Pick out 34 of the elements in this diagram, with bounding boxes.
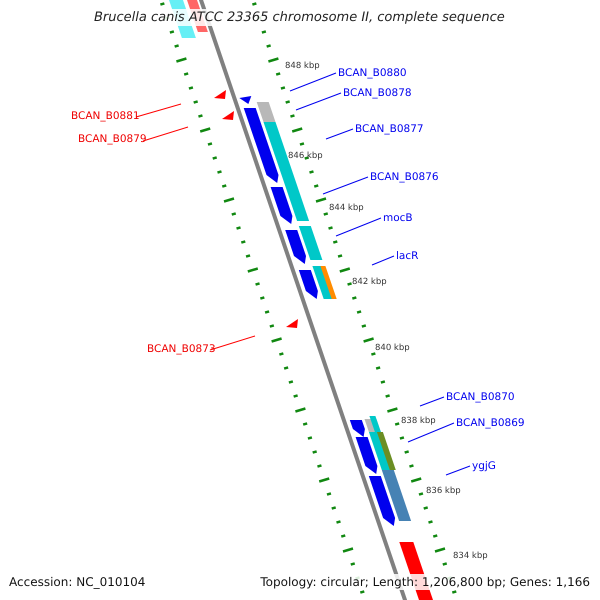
leader-line bbox=[210, 336, 256, 350]
leader-line bbox=[296, 92, 342, 110]
gene-label: BCAN_B0877 bbox=[355, 124, 424, 134]
accession-text: Accession: NC_010104 bbox=[9, 576, 146, 588]
gene-label: BCAN_B0879 bbox=[78, 134, 147, 144]
leader-line bbox=[408, 422, 454, 442]
scale-label: 842 kbp bbox=[352, 278, 387, 286]
scale-label: 836 kbp bbox=[426, 487, 461, 496]
gene-label: ygjG bbox=[472, 461, 496, 472]
leader-line bbox=[136, 104, 182, 118]
leader-line bbox=[290, 72, 336, 92]
gene-label: mocB bbox=[383, 213, 413, 224]
leader-line bbox=[322, 176, 368, 194]
leader-line bbox=[326, 128, 354, 140]
leader-line bbox=[142, 126, 188, 142]
gene-label: BCAN_B0881 bbox=[71, 111, 140, 122]
scale-label: 834 kbp bbox=[453, 552, 488, 560]
scale-label: 840 kbp bbox=[375, 344, 410, 352]
scale-label: 838 kbp bbox=[401, 417, 436, 426]
gene-label: BCAN_B0876 bbox=[370, 172, 439, 182]
scale-label: 844 kbp bbox=[329, 204, 364, 212]
map-info-text: Topology: circular; Length: 1,206,800 bp; Genes: 1,166 bbox=[258, 574, 592, 590]
gene-label: BCAN_B0878 bbox=[343, 88, 412, 98]
leader-line bbox=[336, 218, 382, 236]
gene-label: BCAN_B0869 bbox=[456, 418, 525, 428]
leader-line bbox=[446, 466, 470, 476]
scale-label: 848 kbp bbox=[285, 62, 320, 70]
leader-line bbox=[420, 396, 444, 406]
leader-line bbox=[372, 256, 394, 266]
gene-label: BCAN_B0873 bbox=[147, 344, 216, 354]
scale-label: 846 kbp bbox=[288, 152, 323, 160]
gene-label: lacR bbox=[396, 251, 418, 262]
gene-label: BCAN_B0880 bbox=[338, 68, 407, 78]
gene-label: BCAN_B0870 bbox=[446, 392, 515, 402]
